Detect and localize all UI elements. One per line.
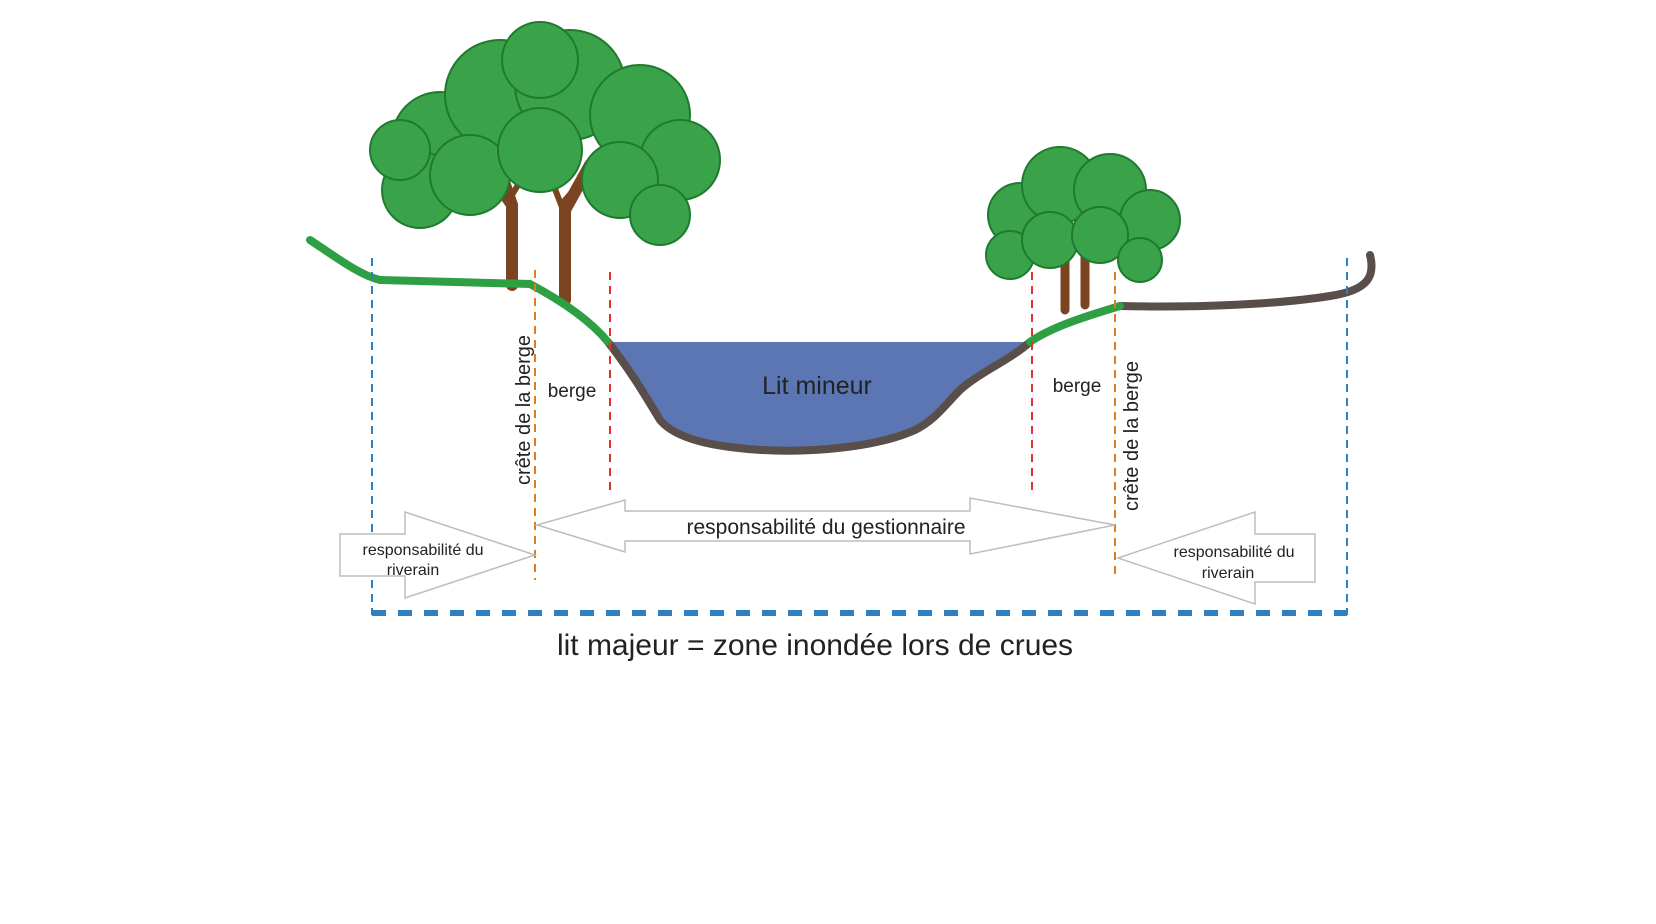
crete-left-label: crête de la berge <box>513 335 535 485</box>
right-tree-icon <box>985 146 1181 315</box>
gestionnaire-double-arrow <box>534 497 1116 555</box>
ground-right <box>1116 251 1376 311</box>
berge-left-label: berge <box>548 381 597 402</box>
riverain-right-label-line2: riverain <box>1202 565 1254 582</box>
left-tree-icon <box>369 21 721 306</box>
lit-mineur-label: Lit mineur <box>762 372 872 400</box>
riverain-right-arrow <box>1115 510 1316 606</box>
berge-right-label: berge <box>1053 376 1102 397</box>
crete-right-label: crête de la berge <box>1121 361 1143 511</box>
lit-majeur-label: lit majeur = zone inondée lors de crues <box>557 629 1073 662</box>
riverain-left-label-line2: riverain <box>387 562 439 579</box>
riverain-left-arrow <box>339 510 538 600</box>
riverbed-line <box>604 338 1034 455</box>
gestionnaire-label: responsabilité du gestionnaire <box>686 516 965 539</box>
riverain-left-label-line1: responsabilité du <box>363 542 484 559</box>
ground-right-grass <box>1026 302 1124 346</box>
riverain-right-label-line1: responsabilité du <box>1174 544 1295 561</box>
ground-left-grass <box>306 236 612 346</box>
